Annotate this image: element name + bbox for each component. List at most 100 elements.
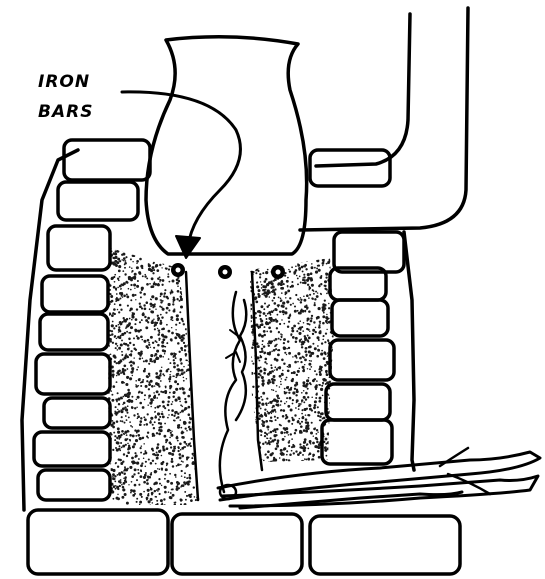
sand-dot xyxy=(182,260,185,263)
sand-dot xyxy=(316,441,319,444)
sand-dot xyxy=(136,399,138,401)
sand-dot xyxy=(333,425,335,427)
sand-dot xyxy=(324,300,326,302)
sand-dot xyxy=(316,380,318,382)
sand-dot xyxy=(130,392,132,394)
sand-dot xyxy=(302,381,305,384)
sand-dot xyxy=(115,398,117,400)
sand-dot xyxy=(302,454,304,456)
sand-dot xyxy=(316,295,319,298)
sand-dot xyxy=(287,325,289,327)
sand-dot xyxy=(119,485,121,487)
sand-dot xyxy=(172,488,174,490)
sand-dot xyxy=(157,334,159,336)
sand-dot xyxy=(273,375,276,378)
sand-dot xyxy=(192,283,194,285)
sand-dot xyxy=(168,330,171,333)
sand-dot xyxy=(117,345,119,347)
sand-dot xyxy=(257,270,259,272)
sand-dot xyxy=(176,318,179,321)
sand-dot xyxy=(294,432,296,434)
sand-dot xyxy=(263,372,266,375)
sand-dot xyxy=(184,349,186,351)
sand-dot xyxy=(329,402,331,404)
sand-dot xyxy=(295,337,298,340)
sand-dot xyxy=(268,340,271,343)
sand-dot xyxy=(252,334,253,335)
sand-dot xyxy=(117,438,119,440)
sand-dot xyxy=(269,372,271,374)
chimney-brick xyxy=(310,150,390,186)
sand-dot xyxy=(312,298,314,300)
sand-dot xyxy=(252,434,254,436)
sand-dot xyxy=(306,422,309,425)
sand-dot xyxy=(197,461,199,463)
sand-dot xyxy=(265,271,268,274)
sand-dot xyxy=(192,453,194,455)
sand-dot xyxy=(166,307,169,310)
brick xyxy=(332,300,388,336)
sand-dot xyxy=(179,442,182,445)
sand-dot xyxy=(148,458,150,460)
sand-dot xyxy=(115,488,117,490)
sand-dot xyxy=(283,323,285,325)
sand-dot xyxy=(125,281,128,284)
sand-dot xyxy=(157,328,158,329)
sand-dot xyxy=(133,490,136,493)
sand-dot xyxy=(295,340,298,343)
sand-dot xyxy=(298,299,299,300)
sand-dot xyxy=(263,256,266,259)
sand-dot xyxy=(199,292,201,294)
sand-dot xyxy=(141,445,143,447)
sand-dot xyxy=(171,403,173,405)
sand-dot xyxy=(261,348,263,350)
sand-dot xyxy=(148,388,150,390)
sand-dot xyxy=(118,265,121,268)
sand-dot xyxy=(291,266,293,268)
sand-dot xyxy=(197,419,199,421)
sand-dot xyxy=(192,462,195,465)
sand-dot xyxy=(114,439,116,441)
sand-dot xyxy=(286,348,287,349)
sand-dot xyxy=(112,370,115,373)
sand-dot xyxy=(288,352,291,355)
sand-dot xyxy=(276,368,279,371)
sand-dot xyxy=(325,438,328,441)
sand-dot xyxy=(172,280,175,283)
sand-dot xyxy=(130,361,133,364)
sand-dot xyxy=(169,473,171,475)
sand-dot xyxy=(193,341,195,343)
sand-dot xyxy=(175,357,177,359)
sand-dot xyxy=(178,447,180,449)
sand-dot xyxy=(171,327,172,328)
sand-dot xyxy=(276,385,278,387)
sand-dot xyxy=(253,452,255,454)
sand-dot xyxy=(120,434,122,436)
sand-dot xyxy=(150,487,151,488)
sand-dot xyxy=(272,405,275,408)
sand-dot xyxy=(275,447,278,450)
sand-dot xyxy=(148,344,150,346)
sand-dot xyxy=(114,313,116,315)
sand-dot xyxy=(274,439,276,441)
sand-dot xyxy=(285,414,287,416)
sand-dot xyxy=(188,443,191,446)
sand-dot xyxy=(303,295,305,297)
sand-dot xyxy=(150,336,153,339)
sand-dot xyxy=(176,417,178,419)
sand-dot xyxy=(250,316,253,319)
sand-dot xyxy=(160,429,163,432)
sand-dot xyxy=(141,381,144,384)
sand-dot xyxy=(283,342,285,344)
sand-dot xyxy=(261,284,263,286)
sand-dot xyxy=(119,445,121,447)
sand-dot xyxy=(300,403,302,405)
sand-dot xyxy=(134,245,136,247)
sand-dot xyxy=(248,363,251,366)
sand-dot xyxy=(289,397,292,400)
sand-dot xyxy=(158,329,161,332)
sand-dot xyxy=(287,405,290,408)
sand-dot xyxy=(179,456,182,459)
sand-dot xyxy=(161,284,163,286)
sand-dot xyxy=(285,291,288,294)
